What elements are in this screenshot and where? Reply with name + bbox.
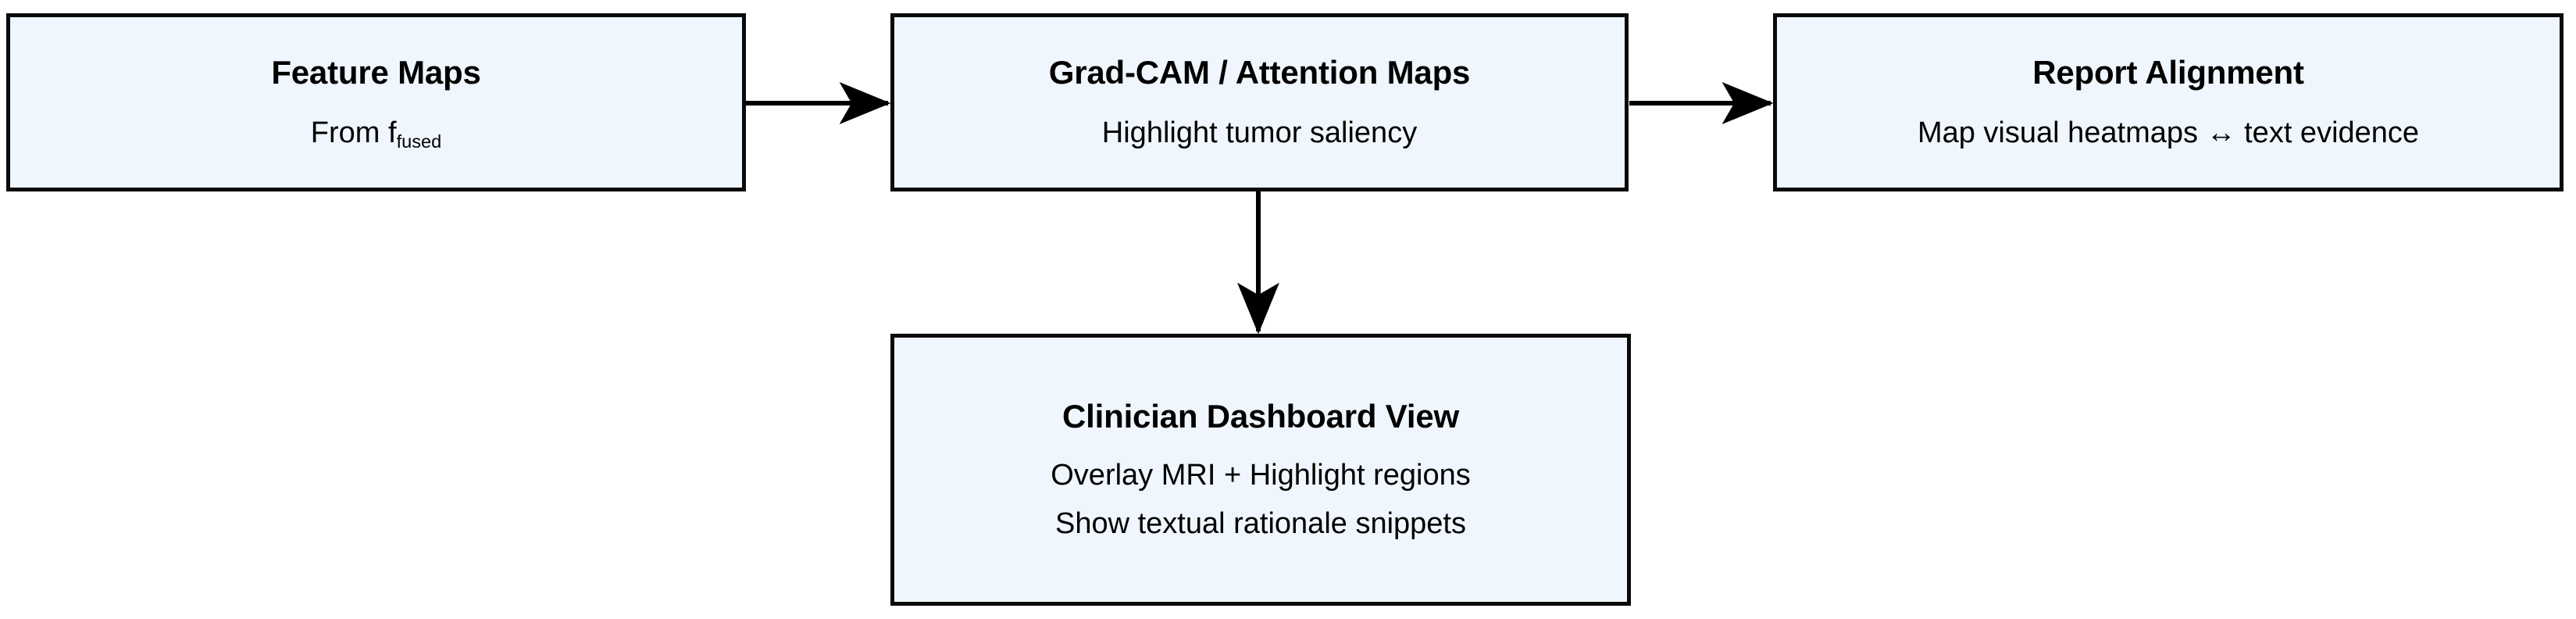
node-feature-maps-title: Feature Maps — [271, 54, 481, 91]
node-clinician-dashboard-view-line-2: Show textual rationale snippets — [1055, 507, 1466, 541]
node-clinician-dashboard-view[interactable]: Clinician Dashboard View Overlay MRI + H… — [890, 334, 1631, 606]
node-gradcam-attention-maps-title: Grad-CAM / Attention Maps — [1048, 54, 1471, 91]
node-feature-maps-subtitle-subscript: fused — [396, 131, 442, 152]
node-gradcam-attention-maps[interactable]: Grad-CAM / Attention Maps Highlight tumo… — [890, 13, 1629, 191]
node-clinician-dashboard-view-line-1: Overlay MRI + Highlight regions — [1051, 459, 1471, 492]
node-clinician-dashboard-view-title: Clinician Dashboard View — [1062, 398, 1459, 435]
node-feature-maps[interactable]: Feature Maps From ffused — [6, 13, 746, 191]
node-feature-maps-subtitle-prefix: From f — [310, 116, 397, 150]
node-feature-maps-subtitle: From ffused — [310, 116, 442, 152]
node-report-alignment[interactable]: Report Alignment Map visual heatmaps ↔ t… — [1773, 13, 2564, 191]
node-report-alignment-subtitle: Map visual heatmaps ↔ text evidence — [1917, 116, 2420, 150]
node-gradcam-attention-maps-subtitle: Highlight tumor saliency — [1101, 116, 1418, 150]
node-report-alignment-title: Report Alignment — [2032, 54, 2304, 91]
